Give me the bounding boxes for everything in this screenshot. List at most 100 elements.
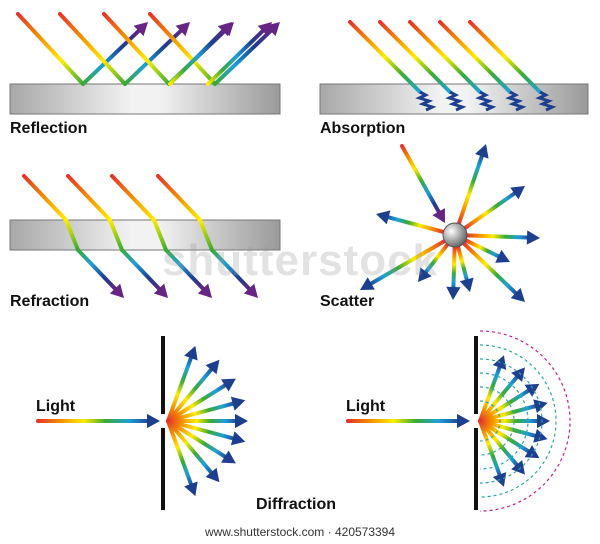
reflection-incident-ray — [148, 12, 217, 86]
reflection-reflected-ray — [206, 26, 268, 86]
scatter-ray — [365, 239, 447, 288]
reflection-incident-ray — [16, 12, 85, 86]
scatter-incident-ray — [400, 144, 443, 218]
refraction-plate — [9, 219, 281, 251]
refraction-exit-ray-arrowhead — [197, 283, 212, 298]
diffraction-ray-left — [166, 419, 231, 461]
diffraction-ray-right-arrowhead — [511, 460, 525, 475]
scatter-ray-arrowhead — [376, 210, 391, 225]
light-label-right: Light — [346, 398, 386, 415]
absorption-wave — [445, 90, 467, 112]
absorption-wave — [535, 90, 557, 112]
diffraction-ray-right — [478, 386, 534, 423]
scatter-ray — [456, 150, 486, 226]
diffraction-ray-left-arrowhead — [184, 345, 198, 361]
refraction-label: Refraction — [10, 293, 90, 310]
diffraction-ray-right-arrowhead — [511, 367, 525, 382]
wavefront-arc — [479, 400, 501, 442]
scatter-ray — [462, 189, 520, 231]
reflection-incident-ray — [58, 12, 127, 86]
scatter-ray-arrowhead — [418, 267, 432, 282]
absorption-wave — [475, 90, 497, 112]
scatter-ray — [456, 244, 470, 286]
refraction-incident-ray — [22, 174, 68, 222]
refraction-incident-ray — [156, 174, 202, 222]
absorption-incident-ray — [348, 20, 422, 94]
diffraction-ray-left — [166, 419, 239, 442]
diffraction-ray-right — [478, 419, 534, 456]
refraction-exit-ray — [120, 248, 164, 294]
diffraction-ray-right — [478, 419, 541, 439]
diffraction-ray-left — [166, 419, 216, 478]
scatter-ray — [451, 244, 457, 293]
scatter-ray — [382, 214, 446, 234]
refraction-exit-ray-arrowhead — [109, 283, 124, 298]
reflection-reflected-ray — [81, 26, 144, 86]
reflection-label: Reflection — [10, 120, 88, 137]
reflection-reflected-ray-arrowhead — [175, 22, 190, 37]
scatter-ray-arrowhead — [475, 144, 489, 159]
diffraction-light-ray-left-arrowhead — [147, 413, 160, 429]
absorption-incident-ray — [468, 20, 542, 94]
diffraction-ray-left-arrowhead — [221, 378, 236, 392]
diffraction-ray-left-arrowhead — [205, 359, 220, 375]
scatter-ray-arrowhead — [459, 277, 474, 292]
scatter-ray-arrowhead — [360, 277, 375, 290]
diffraction-wavefronts — [479, 330, 571, 512]
diffraction-ray-left-arrowhead — [205, 467, 220, 483]
diffraction-ray-left-arrowhead — [184, 481, 198, 497]
light-label-left: Light — [36, 398, 76, 415]
scatter-incident-ray-arrowhead — [432, 208, 445, 223]
diffraction-ray-right-arrowhead — [533, 399, 548, 414]
scatter-ray-arrowhead — [510, 287, 525, 302]
footer-credit: www.shutterstock.com · 420573394 — [0, 521, 600, 544]
diffraction-ray-right — [478, 419, 522, 470]
refraction-inside-ray — [108, 218, 124, 252]
refraction-exit-ray-arrowhead — [243, 283, 258, 298]
diffraction-ray-left — [166, 400, 239, 423]
diffraction-ray-left — [166, 419, 195, 490]
refraction-exit-ray-arrowhead — [153, 283, 168, 298]
refraction-exit-ray — [164, 248, 208, 294]
diffraction-ray-right-arrowhead — [533, 428, 548, 443]
diffraction-ray-left — [166, 364, 216, 423]
diffraction-ray-left — [166, 352, 195, 423]
diffraction-ray-left — [166, 381, 231, 423]
refraction-exit-ray — [76, 248, 120, 294]
reflection-reflected-ray-arrowhead — [133, 22, 148, 37]
wavefront-arc — [479, 330, 571, 512]
diffraction-ray-right-arrowhead — [524, 445, 540, 459]
refraction-incident-ray — [66, 174, 112, 222]
diffraction-ray-left-arrowhead — [221, 450, 236, 464]
diffraction-ray-right-arrowhead — [524, 383, 540, 397]
absorption-wave — [505, 90, 527, 112]
scatter-ray-arrowhead — [495, 249, 510, 263]
absorption-incident-ray — [378, 20, 452, 94]
diffraction-ray-right — [478, 403, 541, 423]
reflection-incident-ray — [102, 12, 171, 86]
diffraction-label: Diffraction — [256, 496, 336, 513]
scatter-ray-arrowhead — [510, 186, 525, 200]
reflection-reflected-ray-arrowhead — [217, 22, 232, 37]
diffraction-ray-left-arrowhead — [230, 431, 246, 446]
diffraction-light-ray-right-arrowhead — [457, 413, 470, 429]
refraction-exit-ray — [210, 248, 254, 294]
absorption-label: Absorption — [320, 120, 406, 137]
reflection-reflected-ray — [168, 26, 228, 86]
absorption-incident-ray — [438, 20, 512, 94]
wavefront-arc — [479, 386, 515, 456]
reflection-plate — [9, 83, 281, 115]
scatter-ray — [421, 242, 450, 277]
reflection-reflected-ray-arrowhead — [257, 22, 272, 37]
scatter-ray — [464, 233, 533, 240]
absorption-incident-ray — [408, 20, 482, 94]
diffraction-ray-right — [478, 372, 522, 423]
diffraction-ray-left-arrowhead — [230, 396, 246, 411]
scatter-label: Scatter — [320, 293, 375, 310]
scatter-ray-arrowhead — [446, 286, 461, 300]
reflection-reflected-ray — [213, 26, 276, 86]
refraction-inside-ray — [152, 218, 168, 252]
refraction-inside-ray — [64, 218, 80, 252]
scatter-ray — [463, 238, 504, 260]
